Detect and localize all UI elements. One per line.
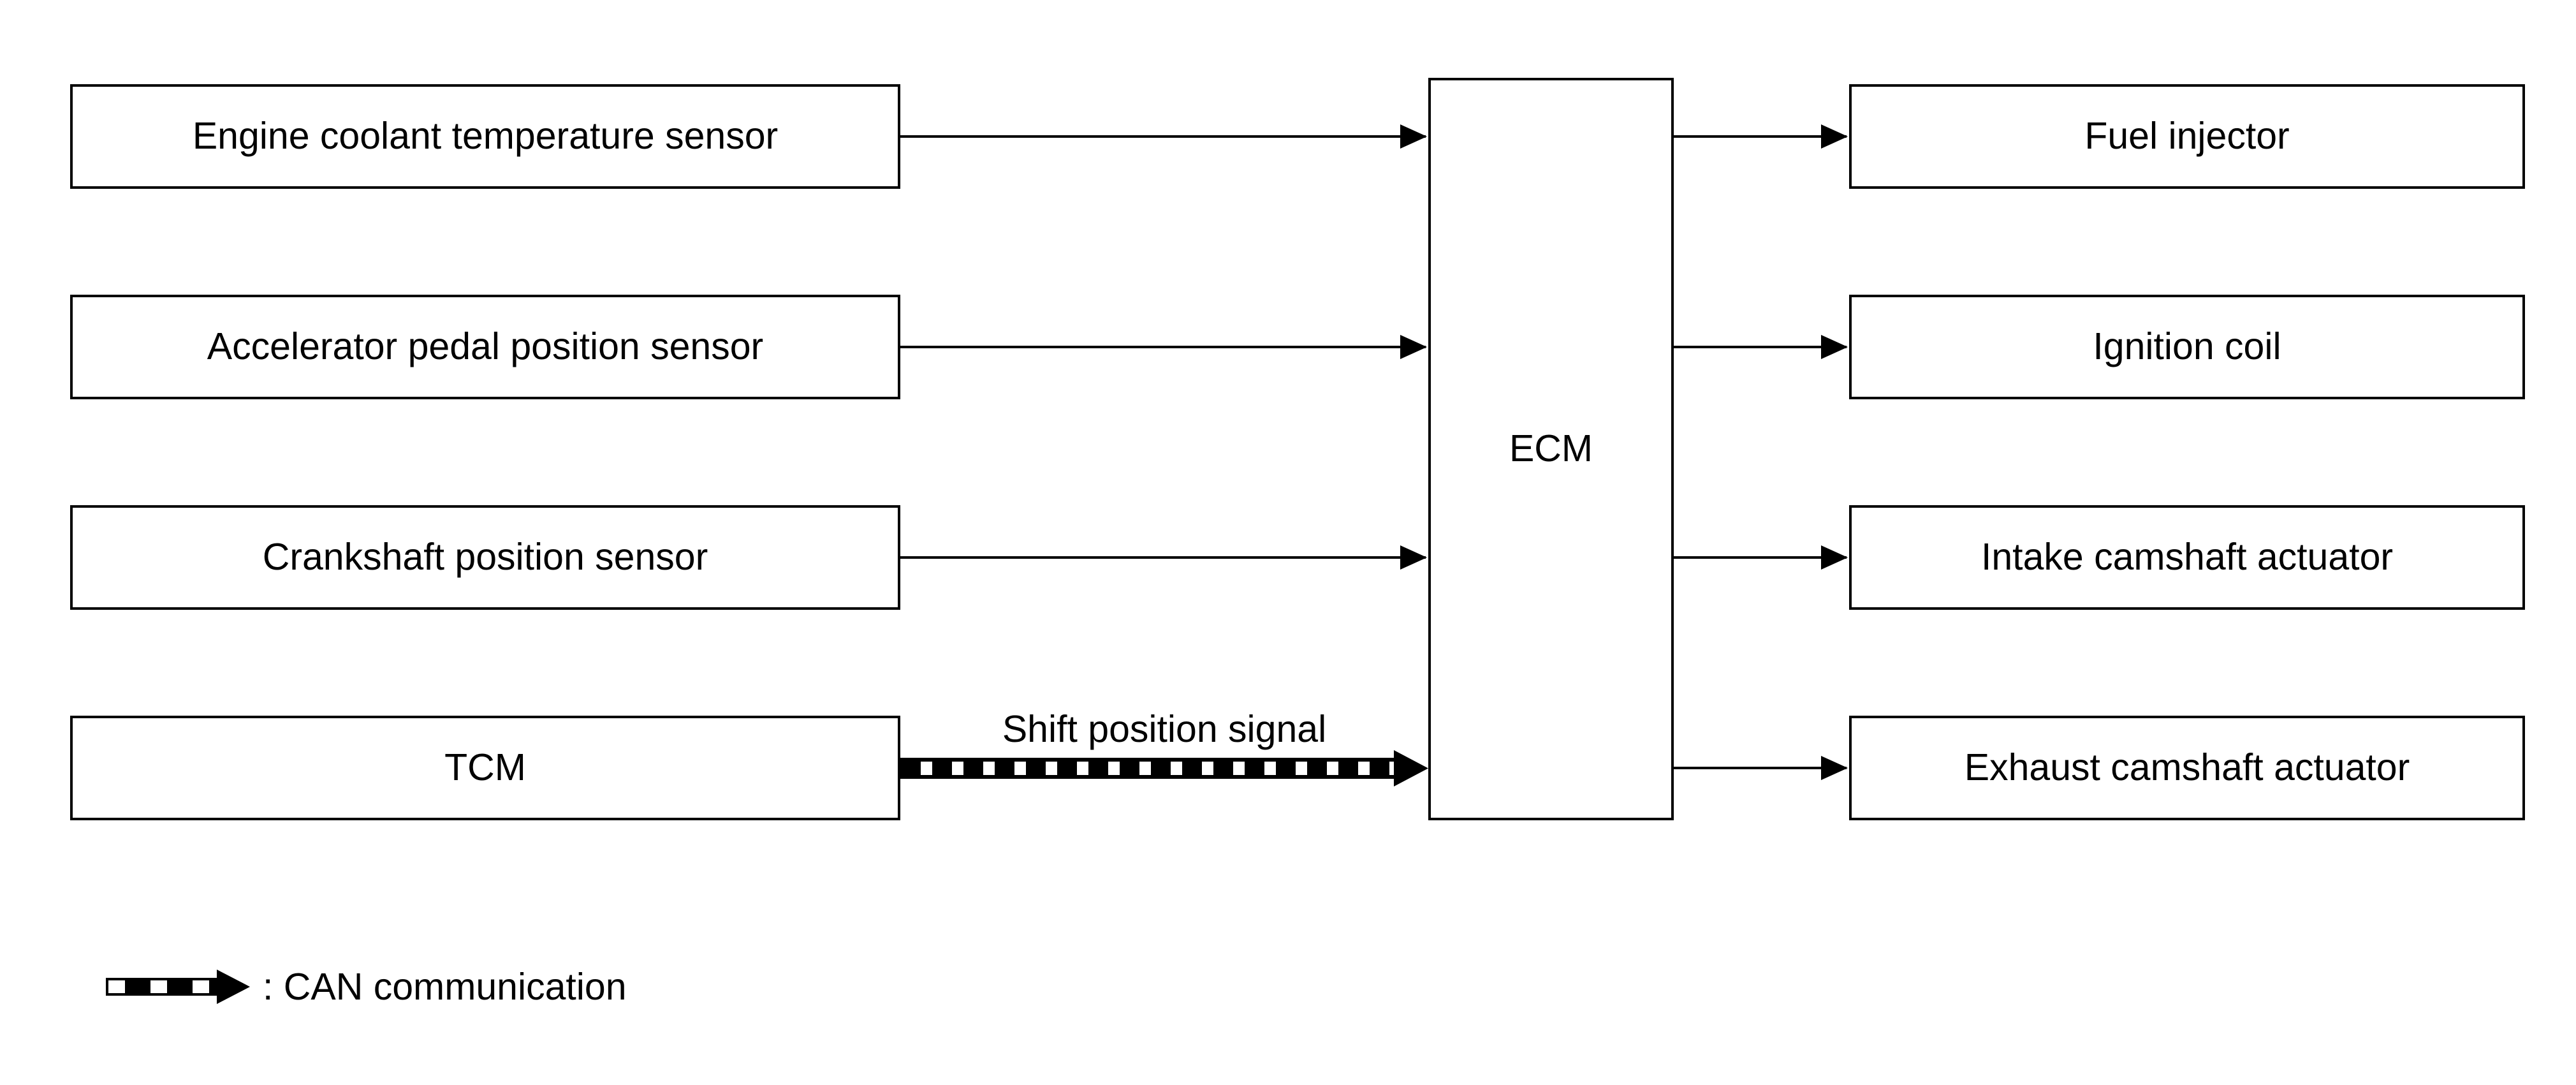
input-box-crankshaft-position-sensor: Crankshaft position sensor (70, 505, 900, 610)
output-label: Exhaust camshaft actuator (1964, 746, 2410, 789)
can-arrow-tcm-to-ecm-icon (900, 750, 1428, 786)
output-label: Fuel injector (2084, 115, 2290, 158)
output-box-fuel-injector: Fuel injector (1849, 84, 2525, 189)
input-box-tcm: TCM (70, 716, 900, 820)
input-label: Engine coolant temperature sensor (192, 115, 779, 158)
output-box-exhaust-camshaft-actuator: Exhaust camshaft actuator (1849, 716, 2525, 820)
input-label: TCM (444, 746, 526, 789)
input-box-accelerator-pedal-position-sensor: Accelerator pedal position sensor (70, 295, 900, 399)
legend-label: : CAN communication (263, 966, 627, 1008)
output-label: Intake camshaft actuator (1980, 536, 2394, 579)
output-label: Ignition coil (2093, 325, 2281, 368)
output-box-intake-camshaft-actuator: Intake camshaft actuator (1849, 505, 2525, 610)
can-signal-label: Shift position signal (1002, 708, 1327, 750)
can-legend-arrow-icon (106, 970, 250, 1004)
controller-label: ECM (1509, 427, 1593, 470)
controller-box-ecm: ECM (1428, 78, 1674, 820)
input-label: Crankshaft position sensor (262, 536, 708, 579)
input-box-engine-coolant-temperature-sensor: Engine coolant temperature sensor (70, 84, 900, 189)
output-box-ignition-coil: Ignition coil (1849, 295, 2525, 399)
input-label: Accelerator pedal position sensor (207, 325, 764, 368)
